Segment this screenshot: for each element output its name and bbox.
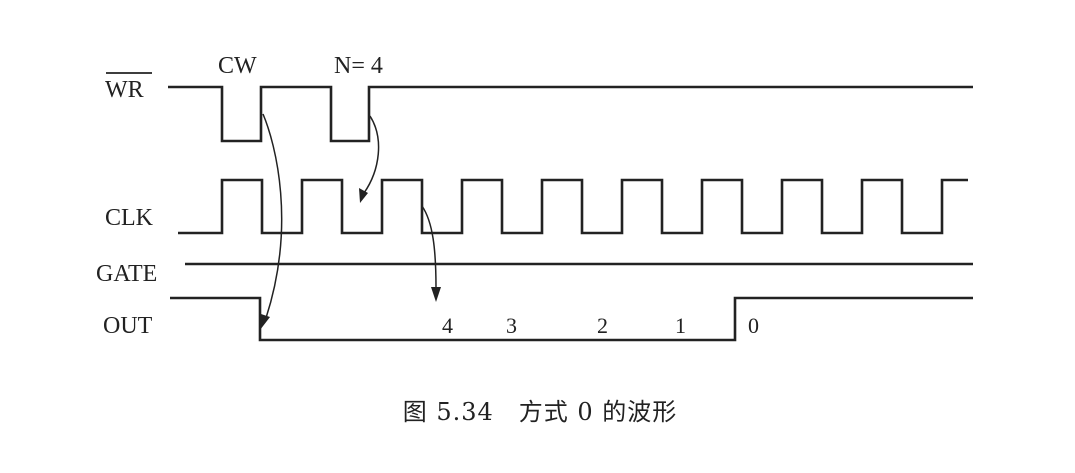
figure-caption: 图 5.34 方式 0 的波形 [403,398,678,426]
cw-annotation: CW [218,53,257,79]
count-1: 1 [675,313,686,338]
cw-to-out-arrow [260,113,283,330]
wr-label: WR [105,77,144,103]
count-4: 4 [442,313,453,338]
count-3: 3 [506,313,517,338]
clk-to-out-arrow [421,205,441,302]
count-0: 0 [748,313,759,338]
n-annotation: N= 4 [334,53,383,79]
gate-label: GATE [96,261,157,287]
wr-waveform [168,85,973,143]
out-waveform [170,296,973,342]
clk-label: CLK [105,205,154,231]
out-label: OUT [103,313,153,339]
clk-waveform [178,178,968,235]
n-to-clk-arrow [359,115,380,203]
count-2: 2 [597,313,608,338]
